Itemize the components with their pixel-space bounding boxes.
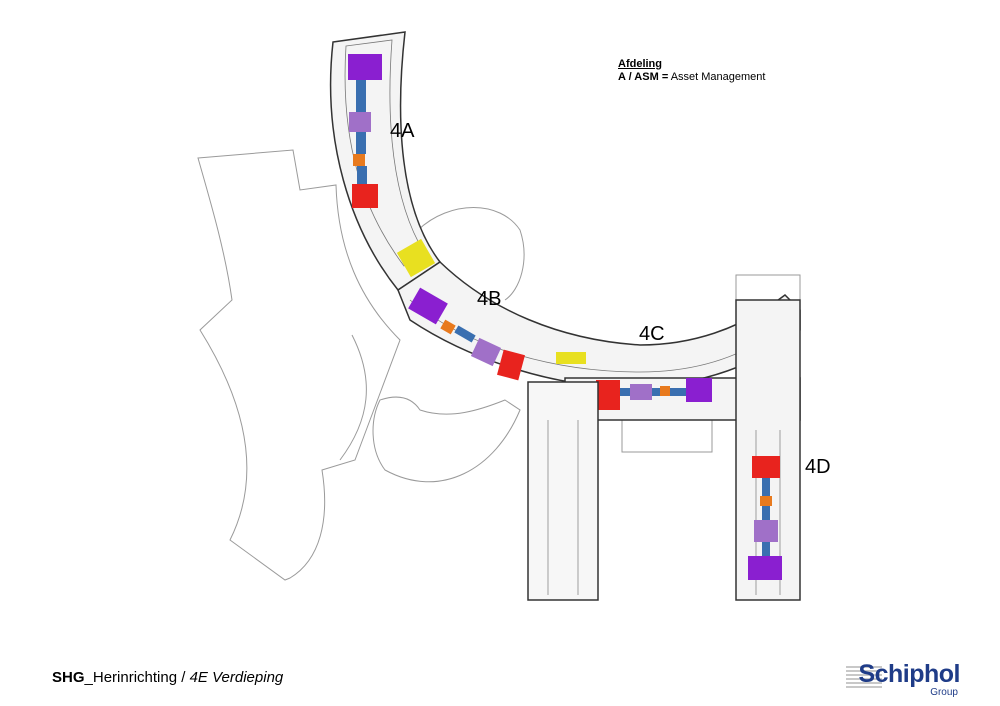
wing-label-4b: 4B: [477, 288, 502, 310]
legend-heading: Afdeling: [618, 58, 662, 70]
footer-project-bold: SHG: [52, 669, 85, 686]
wing-4a-building: [329, 31, 442, 292]
schiphol-logo: Schiphol Group: [846, 652, 964, 698]
legend-equals: =: [661, 71, 669, 83]
legend-entry: A / ASM = Asset Management: [618, 71, 765, 84]
wing-4b-4c-building: [397, 261, 801, 388]
page-footer: SHG_Herinrichting / 4E Verdieping: [52, 669, 283, 686]
wing-label-4a: 4A: [390, 120, 415, 142]
wing-label-4d: 4D: [805, 456, 831, 478]
logo-sub: Group: [930, 687, 958, 698]
legend: Afdeling A / ASM = Asset Management: [618, 58, 765, 84]
logo-stripes-icon: [846, 666, 882, 690]
footer-floor: 4E Verdieping: [189, 669, 284, 686]
legend-description: Asset Management: [670, 71, 766, 83]
block-southwest: [527, 381, 599, 601]
wing-label-4c: 4C: [639, 323, 665, 345]
footer-separator: /: [177, 669, 190, 686]
wing-4d-building: [735, 299, 801, 601]
logo-word: Schiphol: [858, 660, 960, 688]
footer-project-rest: _Herinrichting: [84, 669, 178, 686]
legend-code: A / ASM: [618, 71, 659, 83]
